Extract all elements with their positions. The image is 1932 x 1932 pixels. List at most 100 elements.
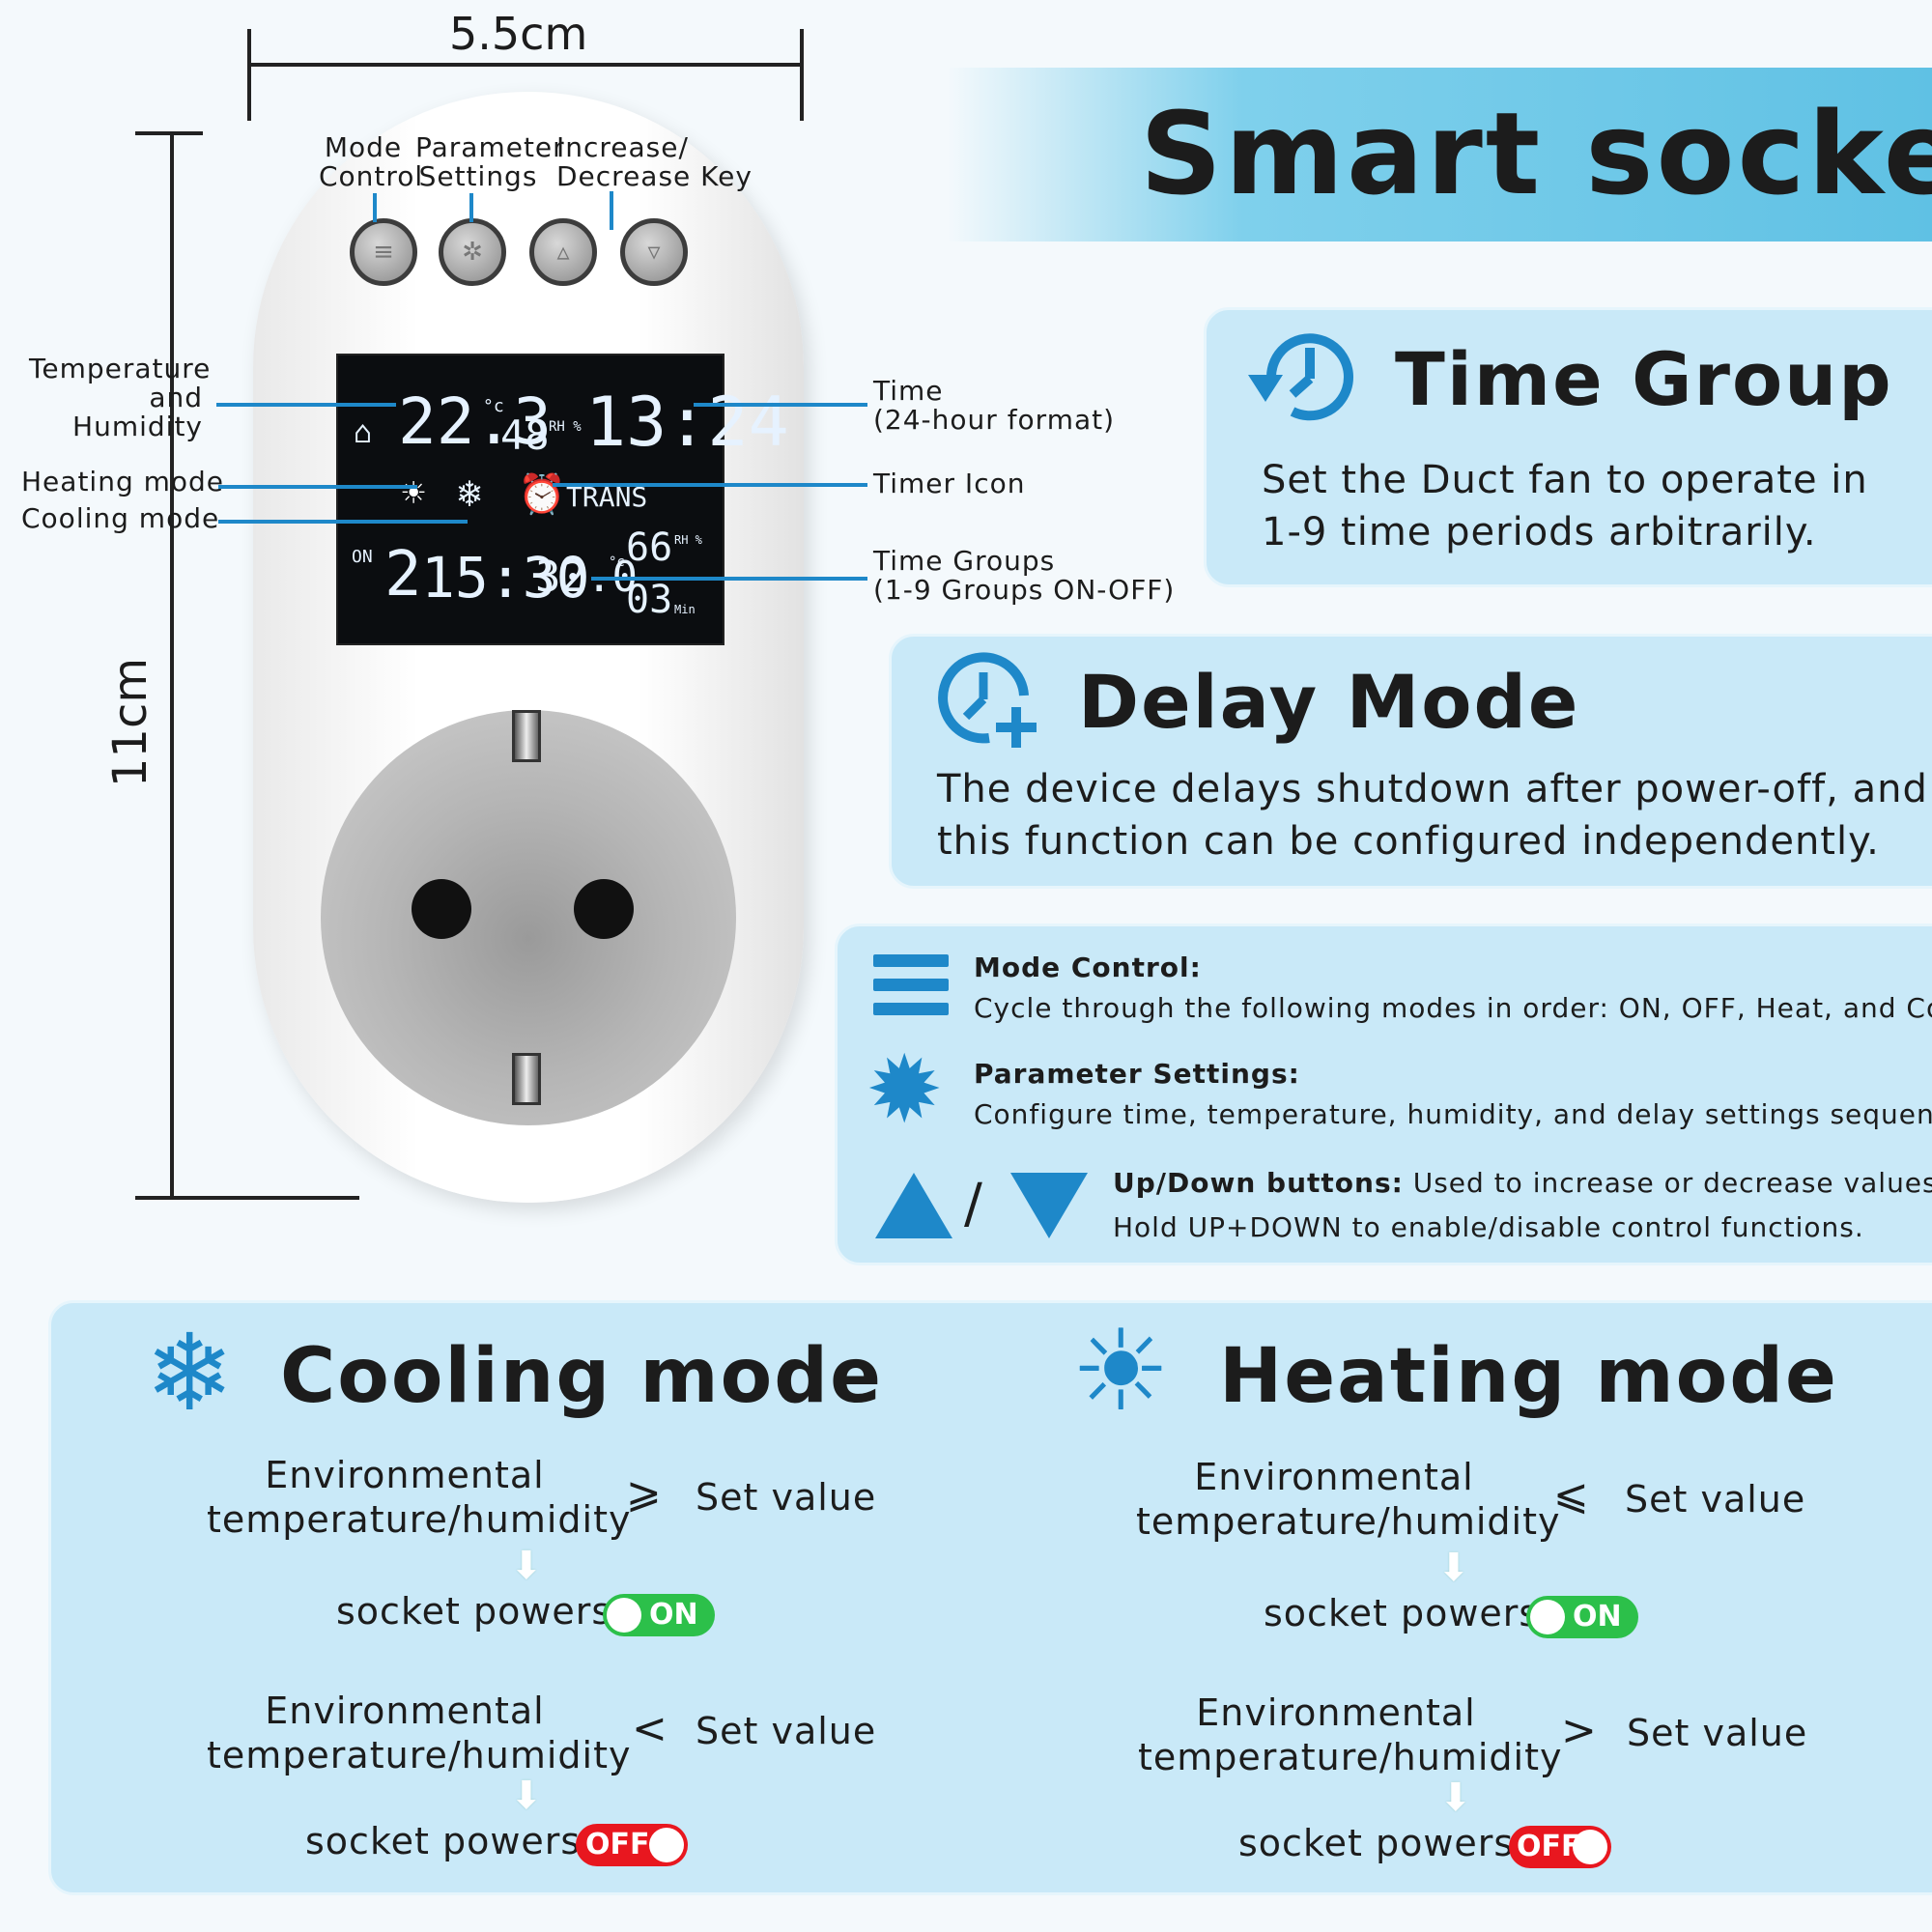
updown-slash: / [964, 1173, 982, 1236]
height-label: 11cm [103, 657, 157, 788]
lcd-group: 2 [384, 539, 422, 611]
incdec-leader [610, 191, 613, 230]
lcd-screen: ⌂ 22.3 °c 48 RH % 13:24 ☀ ❄ ⏰ TRANS ON 2… [336, 354, 789, 645]
width-tick-left [247, 29, 251, 121]
page-title: Smart socket [1140, 87, 1932, 220]
mode-button[interactable]: ≡ [350, 218, 417, 286]
socket-hole-right [574, 879, 634, 939]
heating-mode-label: Heating mode [21, 466, 225, 497]
updown-title: Up/Down buttons: [1113, 1167, 1404, 1199]
lcd-temperature: 22.3 [398, 384, 552, 459]
param-leader [469, 193, 473, 222]
delay-mode-title: Delay Mode [1078, 659, 1580, 745]
lcd-group-time: 15:30 [421, 545, 590, 611]
height-dimension-line [170, 133, 174, 1198]
cooling-result-2: socket powers [305, 1820, 582, 1862]
timer-icon-leader [553, 483, 867, 487]
cooling-arrow-2: ⬇ [510, 1774, 543, 1818]
parameter-settings-text: Configure time, temperature, humidity, a… [974, 1098, 1932, 1130]
mode-control-title: Mode Control: [974, 952, 1202, 983]
cooling-on-toggle: ON [603, 1594, 715, 1636]
decrease-button[interactable]: ▿ [620, 218, 688, 286]
lcd-set-hum-unit: RH % [674, 533, 702, 547]
time-leader [694, 403, 867, 407]
controls-panel [835, 923, 1932, 1265]
menu-lines-icon [873, 954, 949, 1015]
height-tick-bottom [135, 1196, 359, 1200]
cooling-rel-1: ⩾ [626, 1468, 662, 1518]
time-label: Time(24-hour format) [873, 375, 1116, 436]
cooling-mode-title: Cooling mode [280, 1333, 884, 1420]
delay-mode-panel [889, 634, 1932, 889]
time-groups-leader [591, 577, 867, 581]
cooling-off-toggle: OFF [576, 1824, 688, 1866]
heating-rel-1: ⩽ [1553, 1470, 1589, 1520]
cooling-result-1: socket powers [336, 1590, 612, 1633]
lcd-set-hum: 66 [626, 526, 673, 570]
mode-control-text: Cycle through the following modes in ord… [974, 992, 1932, 1024]
lcd-delay: 03 [626, 578, 673, 622]
gear-icon: ✹ [866, 1036, 944, 1144]
cooling-mode-leader [218, 520, 468, 524]
heating-result-2: socket powers [1238, 1822, 1515, 1864]
heating-rel-2: > [1561, 1706, 1597, 1755]
cooling-rel-2: < [632, 1704, 668, 1753]
cooling-arrow-1: ⬇ [510, 1544, 543, 1588]
heating-result-1: socket powers [1264, 1592, 1540, 1634]
time-group-title: Time Group [1395, 336, 1893, 422]
heating-mode-title: Heating mode [1219, 1333, 1838, 1420]
ground-clip-top [512, 710, 541, 762]
lcd-set-temp-unit: °c [609, 554, 625, 570]
title-banner [947, 68, 1932, 242]
snowflake-icon: ❄ [145, 1311, 235, 1435]
updown-line1: Up/Down buttons: Used to increase or dec… [1113, 1167, 1932, 1199]
home-icon: ⌂ [354, 413, 373, 450]
width-label: 5.5cm [449, 8, 588, 60]
lcd-on: ON [352, 547, 373, 567]
temp-humidity-leader [216, 403, 396, 407]
lcd-temp-unit: °c [483, 396, 504, 416]
cooling-snow-icon: ❄ [458, 471, 482, 516]
timer-icon-label: Timer Icon [873, 468, 1026, 499]
delay-mode-text: The device delays shutdown after power-o… [937, 767, 1928, 864]
timer-alarm-icon: ⏰ [518, 472, 566, 517]
heating-arrow-2: ⬇ [1439, 1776, 1472, 1820]
width-dimension-line [249, 63, 804, 67]
width-tick-right [800, 29, 804, 121]
mode-leader [373, 193, 377, 222]
time-group-panel [1204, 307, 1932, 587]
ground-clip-bottom [512, 1053, 541, 1105]
heating-off-toggle: OFF [1509, 1826, 1611, 1868]
heating-mode-leader [218, 485, 417, 489]
parameter-button[interactable]: ✲ [439, 218, 506, 286]
updown-text1: Used to increase or decrease values. [1403, 1167, 1932, 1199]
lcd-delay-unit: Min [674, 603, 696, 616]
time-group-icon [1248, 333, 1353, 421]
increase-button[interactable]: ▵ [529, 218, 597, 286]
cooling-set-2: Set value [696, 1710, 877, 1752]
cooling-mode-label: Cooling mode [21, 502, 220, 534]
updown-line2: Hold UP+DOWN to enable/disable control f… [1113, 1211, 1864, 1243]
height-tick-top [135, 131, 203, 135]
lcd-hum-unit: RH % [549, 419, 582, 435]
cooling-set-1: Set value [696, 1476, 877, 1519]
delay-mode-icon [938, 652, 1037, 748]
heating-set-1: Set value [1625, 1478, 1806, 1520]
lcd-humidity: 48 [500, 412, 550, 459]
socket-hole-left [412, 879, 471, 939]
heating-set-2: Set value [1627, 1712, 1808, 1754]
heating-sun-icon: ☀ [402, 471, 426, 516]
parameter-settings-title: Parameter Settings: [974, 1058, 1300, 1090]
up-triangle-icon [875, 1173, 952, 1238]
lcd-time: 13:24 [585, 383, 789, 462]
heating-on-toggle: ON [1526, 1596, 1638, 1638]
down-triangle-icon [1010, 1173, 1088, 1238]
